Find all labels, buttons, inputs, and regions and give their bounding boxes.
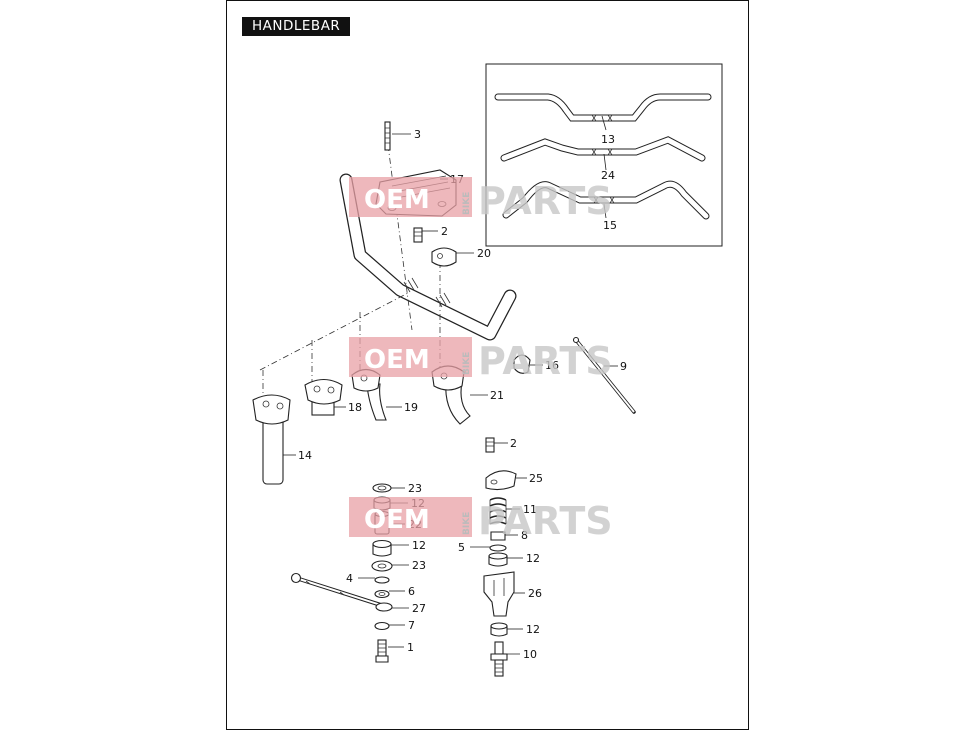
callout-12-d: 12 bbox=[526, 623, 540, 636]
handlebar-15 bbox=[502, 180, 710, 220]
callout-27: 27 bbox=[412, 602, 426, 615]
callout-18: 18 bbox=[348, 401, 362, 414]
callout-4: 4 bbox=[346, 572, 353, 585]
part-3-screw bbox=[384, 121, 391, 151]
part-9-cable-tie bbox=[572, 336, 636, 414]
watermark-top: OEM BIKE PARTS bbox=[349, 177, 613, 223]
part-4-washer bbox=[374, 576, 390, 584]
callout-5: 5 bbox=[458, 541, 465, 554]
part-5-washer bbox=[489, 544, 507, 552]
watermark-middle: OEM BIKE PARTS bbox=[349, 337, 613, 383]
callout-6: 6 bbox=[408, 585, 415, 598]
part-12-bushing-c bbox=[488, 552, 508, 567]
callout-23-lower: 23 bbox=[412, 559, 426, 572]
part-7-lock-washer bbox=[374, 621, 390, 631]
callout-3: 3 bbox=[414, 128, 421, 141]
part-16-clip bbox=[513, 354, 531, 374]
part-27-ground-strap bbox=[290, 572, 393, 612]
part-25-cap bbox=[485, 470, 517, 491]
diagram-title: HANDLEBAR bbox=[242, 17, 351, 36]
part-8-nut bbox=[490, 531, 506, 541]
svg-text:BIKE: BIKE bbox=[462, 512, 472, 535]
callout-15: 15 bbox=[603, 219, 617, 232]
svg-text:PARTS: PARTS bbox=[478, 499, 613, 543]
callout-2-upper: 2 bbox=[441, 225, 448, 238]
svg-text:PARTS: PARTS bbox=[478, 339, 613, 383]
part-1-bolt bbox=[375, 639, 389, 663]
callout-9: 9 bbox=[620, 360, 627, 373]
callout-8: 8 bbox=[521, 529, 528, 542]
callout-12-b: 12 bbox=[412, 539, 426, 552]
part-12-bushing-d bbox=[490, 622, 508, 637]
part-12-bushing-b bbox=[372, 539, 392, 557]
part-18-riser bbox=[304, 378, 343, 416]
part-11-spring bbox=[489, 497, 507, 525]
callout-12-c: 12 bbox=[526, 552, 540, 565]
watermark-bottom: OEM BIKE PARTS bbox=[349, 497, 613, 543]
part-2-bolt-upper bbox=[413, 227, 423, 243]
callout-26: 26 bbox=[528, 587, 542, 600]
svg-text:BIKE: BIKE bbox=[462, 192, 472, 215]
handlebar-13 bbox=[494, 93, 712, 122]
svg-text:OEM: OEM bbox=[364, 345, 430, 375]
callout-16: 16 bbox=[545, 359, 559, 372]
part-26-body bbox=[483, 571, 515, 617]
callout-13: 13 bbox=[601, 133, 615, 146]
callout-14: 14 bbox=[298, 449, 312, 462]
callout-23-upper: 23 bbox=[408, 482, 422, 495]
callout-2-lower: 2 bbox=[510, 437, 517, 450]
part-20-clamp bbox=[431, 247, 457, 267]
callout-19: 19 bbox=[404, 401, 418, 414]
part-2-bolt-lower bbox=[485, 437, 495, 453]
callout-24: 24 bbox=[601, 169, 615, 182]
handlebar-24 bbox=[500, 136, 706, 162]
part-23-washer-upper bbox=[372, 483, 392, 493]
callout-21: 21 bbox=[490, 389, 504, 402]
callout-1: 1 bbox=[407, 641, 414, 654]
part-23-washer-lower bbox=[371, 560, 393, 572]
main-handlebar bbox=[339, 173, 517, 341]
centerline-a bbox=[259, 291, 411, 371]
part-14-riser bbox=[252, 394, 291, 485]
svg-text:BIKE: BIKE bbox=[462, 352, 472, 375]
callout-20: 20 bbox=[477, 247, 491, 260]
svg-text:PARTS: PARTS bbox=[478, 179, 613, 223]
centerline-d bbox=[387, 144, 413, 331]
callout-10: 10 bbox=[523, 648, 537, 661]
part-10-stud bbox=[490, 641, 508, 677]
callout-25: 25 bbox=[529, 472, 543, 485]
callout-11: 11 bbox=[523, 503, 537, 516]
part-6-nut bbox=[374, 589, 390, 599]
svg-text:OEM: OEM bbox=[364, 505, 430, 535]
svg-text:OEM: OEM bbox=[364, 185, 430, 215]
callout-7: 7 bbox=[408, 619, 415, 632]
